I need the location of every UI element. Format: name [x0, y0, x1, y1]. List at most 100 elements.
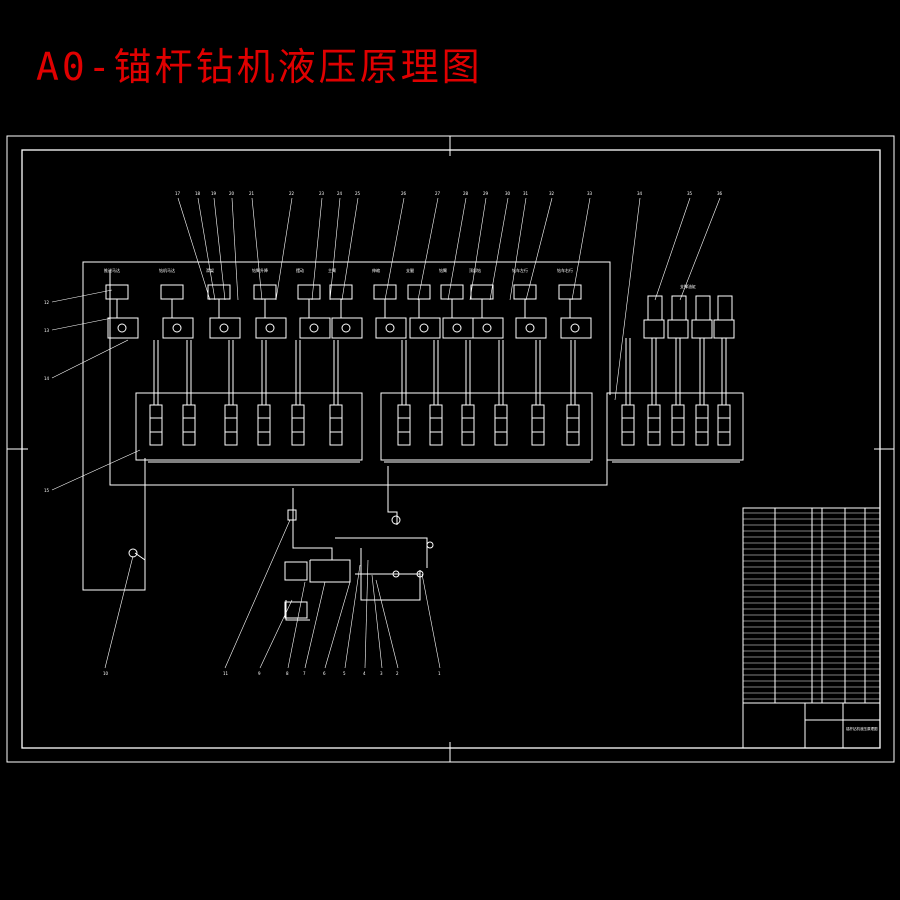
balloon-label: 25	[355, 191, 361, 196]
valve-section	[531, 404, 545, 446]
leader-line	[364, 559, 369, 669]
balloon-label: 12	[44, 300, 50, 305]
balloon-label: 23	[319, 191, 325, 196]
balloon-label: 5	[343, 671, 346, 676]
support-cylinder-symbol	[713, 295, 735, 339]
block-label: 钻机马达	[159, 267, 175, 273]
support-cylinder-label: 支撑油缸	[680, 283, 696, 289]
centering-marks	[7, 136, 894, 762]
balloon-label: 15	[44, 488, 50, 493]
balloon-label: 7	[303, 671, 306, 676]
leader-line	[469, 197, 487, 301]
leader-line	[51, 449, 141, 491]
leader-line	[384, 197, 405, 301]
balloon-label: 24	[337, 191, 343, 196]
actuator-symbol: 钻车右行	[557, 267, 592, 339]
support-cylinder-symbol	[691, 295, 713, 339]
block-label: 钻车左行	[512, 267, 528, 273]
leader-line	[304, 581, 326, 669]
leader-line	[177, 197, 211, 301]
balloon-label: 1	[438, 671, 441, 676]
title-block: 锚杆钻机液压原理图	[742, 507, 881, 749]
balloon-label: 19	[211, 191, 217, 196]
block-label: 钻臂	[439, 267, 447, 273]
leader-line	[447, 197, 467, 301]
balloon-label: 32	[549, 191, 555, 196]
valve-section	[647, 404, 661, 446]
leader-line	[324, 581, 351, 669]
balloon-label: 22	[289, 191, 295, 196]
leader-line	[509, 197, 527, 301]
leader-line	[525, 197, 553, 301]
balloon-label: 35	[687, 191, 693, 196]
balloon-label: 2	[396, 671, 399, 676]
actuator-symbol: 支腿	[406, 267, 441, 339]
leader-line	[224, 519, 291, 669]
sheet-outer-border	[6, 135, 895, 763]
balloon-label: 36	[717, 191, 723, 196]
support-cylinder-symbol	[667, 295, 689, 339]
valve-bank-left	[135, 392, 363, 461]
leader-line	[231, 197, 239, 301]
actuator-symbol: 摆动	[296, 267, 331, 339]
title-block-name: 锚杆钻机液压原理图	[846, 726, 878, 731]
balloon-label: 11	[223, 671, 229, 676]
balloon-label: 6	[323, 671, 326, 676]
block-label: 摆动	[296, 267, 304, 273]
valve-section	[291, 404, 305, 446]
block-label: 伸缩	[372, 267, 380, 273]
leader-line	[614, 197, 641, 401]
block-label: 推进马达	[104, 267, 120, 273]
leader-line	[51, 289, 113, 303]
valve-section	[329, 404, 343, 446]
valve-section	[224, 404, 238, 446]
support-cylinder-symbol	[643, 295, 665, 339]
balloon-label: 29	[483, 191, 489, 196]
valve-section	[621, 404, 635, 446]
balloon-label: 3	[380, 671, 383, 676]
valve-section	[717, 404, 731, 446]
leader-line	[51, 339, 129, 379]
actuator-symbol: 推进马达	[104, 267, 139, 339]
leader-line	[654, 197, 691, 301]
balloon-label: 13	[44, 328, 50, 333]
balloon-label: 20	[229, 191, 235, 196]
balloon-label: 17	[175, 191, 181, 196]
balloon-label: 10	[103, 671, 109, 676]
leader-line	[275, 197, 293, 301]
leader-line	[371, 574, 383, 669]
valve-bank-middle	[380, 392, 593, 461]
valve-section	[397, 404, 411, 446]
block-label: 主臂	[328, 267, 336, 273]
sheet-inner-border	[21, 149, 881, 749]
valve-section	[695, 404, 709, 446]
leader-line	[311, 197, 323, 301]
leader-line	[489, 197, 509, 301]
block-label: 支腿	[406, 267, 414, 273]
balloon-label: 9	[258, 671, 261, 676]
leader-line	[417, 197, 439, 301]
leader-line	[329, 197, 341, 301]
actuator-symbol: 钻车左行	[512, 267, 547, 339]
valve-section	[429, 404, 443, 446]
valve-section	[566, 404, 580, 446]
leader-line	[104, 555, 134, 669]
balloon-label: 27	[435, 191, 441, 196]
leader-line	[197, 197, 216, 301]
balloon-label: 30	[505, 191, 511, 196]
balloon-label: 21	[249, 191, 255, 196]
balloon-label: 28	[463, 191, 469, 196]
leader-line	[571, 197, 591, 301]
block-label: 钻臂升降	[252, 267, 268, 273]
balloon-label: 4	[363, 671, 366, 676]
directional-valves	[149, 404, 731, 446]
leader-line	[259, 599, 293, 669]
leader-line	[344, 564, 361, 669]
feed-lines	[153, 338, 727, 405]
actuator-symbol: 钻臂升降	[252, 267, 287, 339]
balloon-label: 31	[523, 191, 529, 196]
leader-line	[341, 197, 359, 301]
leader-line	[287, 581, 306, 669]
